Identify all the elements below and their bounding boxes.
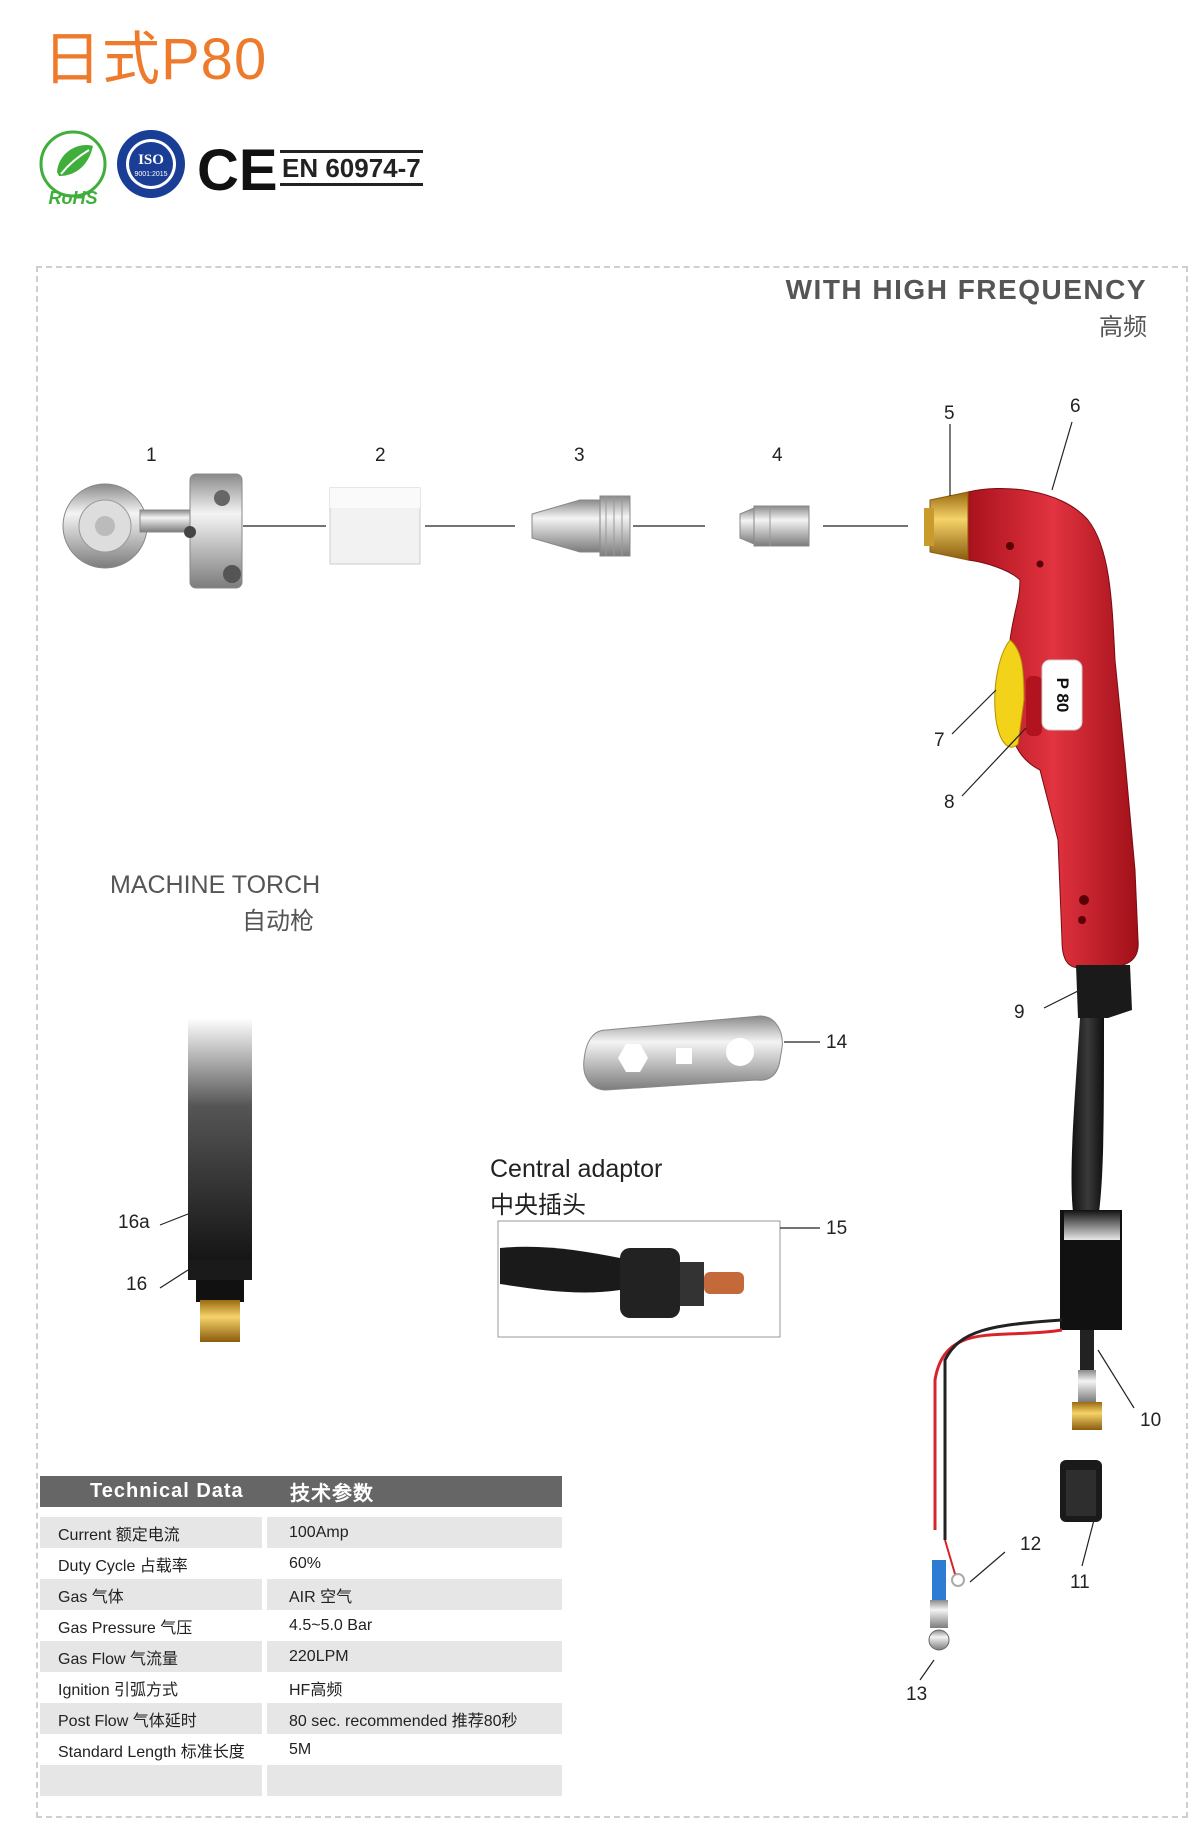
part-14-wrench [583, 1015, 783, 1091]
certification-logos: RoHS ISO 9001:2015 CE [39, 130, 277, 206]
central-adaptor-cn: 中央插头 [490, 1192, 586, 1219]
technical-data-table: Technical Data 技术参数 Current 额定电流 100Amp … [40, 1476, 562, 1796]
machine-torch-en: MACHINE TORCH [110, 871, 321, 899]
part-2-shield-cup [329, 487, 421, 565]
table-header-en: Technical Data [90, 1480, 244, 1502]
part-4-electrode [739, 505, 810, 547]
table-row: Ignition 引弧方式 HF高频 [40, 1672, 562, 1703]
diagram-frame [36, 266, 1188, 1818]
row-label: Current 额定电流 [40, 1517, 262, 1548]
iso-logo: ISO 9001:2015 [117, 130, 185, 198]
machine-torch-cn: 自动枪 [242, 908, 314, 935]
part-label-8: 8 [944, 792, 955, 813]
part-label-12: 12 [1020, 1534, 1041, 1555]
row-label: Gas 气体 [40, 1579, 262, 1610]
row-value [267, 1765, 562, 1796]
part-label-10: 10 [1140, 1410, 1161, 1431]
part-label-7: 7 [934, 730, 945, 751]
rohs-text: RoHS [49, 188, 98, 206]
part-label-4: 4 [772, 445, 783, 466]
hose-assembly [928, 965, 1132, 1651]
hand-torch: P 80 [924, 488, 1139, 969]
table-row: Post Flow 气体延时 80 sec. recommended 推荐80秒 [40, 1703, 562, 1734]
part-label-13: 13 [906, 1684, 927, 1705]
part-numbers: 1 2 3 4 5 6 7 8 9 10 11 12 13 14 15 16 1… [118, 396, 1161, 1705]
row-label [40, 1765, 262, 1796]
row-label: Gas Flow 气流量 [40, 1641, 262, 1672]
row-label: Duty Cycle 占载率 [58, 1557, 188, 1575]
central-adaptor-en: Central adaptor [490, 1155, 663, 1183]
hf-title-cn: 高频 [1099, 314, 1147, 341]
ce-mark: CE [197, 138, 277, 203]
leader-lines [159, 421, 1135, 1681]
page-title: 日式P80 [43, 27, 268, 92]
table-row [40, 1765, 562, 1796]
part-16-machine-torch [188, 1018, 252, 1342]
row-label: Standard Length 标准长度 [58, 1743, 245, 1761]
row-value: 100Amp [267, 1517, 562, 1548]
part-label-9: 9 [1014, 1002, 1025, 1023]
row-value: 80 sec. recommended 推荐80秒 [267, 1703, 562, 1734]
part-label-16a: 16a [118, 1212, 150, 1233]
table-row: Gas Flow 气流量 220LPM [40, 1641, 562, 1672]
row-value: HF高频 [289, 1681, 343, 1699]
table-row: Gas Pressure 气压 4.5~5.0 Bar [40, 1610, 562, 1641]
table-header-cn: 技术参数 [290, 1483, 374, 1505]
row-label: Post Flow 气体延时 [40, 1703, 262, 1734]
row-value: 4.5~5.0 Bar [289, 1616, 373, 1634]
row-value: 220LPM [267, 1641, 562, 1672]
iso-text: ISO [138, 152, 164, 168]
part-label-5: 5 [944, 403, 955, 424]
row-value: 60% [289, 1554, 322, 1572]
row-label: Ignition 引弧方式 [58, 1681, 179, 1699]
table-row: Standard Length 标准长度 5M [40, 1734, 562, 1765]
part-label-1: 1 [146, 445, 157, 466]
part-15-central-adaptor [497, 1220, 781, 1338]
table-row: Gas 气体 AIR 空气 [40, 1579, 562, 1610]
row-label: Gas Pressure 气压 [58, 1619, 193, 1637]
part-label-6: 6 [1070, 396, 1081, 417]
en-standard-code: EN 60974-7 [280, 150, 423, 186]
part-label-2: 2 [375, 445, 386, 466]
part-label-15: 15 [826, 1218, 847, 1239]
torch-model-label: P 80 [1053, 678, 1072, 713]
part-label-11: 11 [1070, 1572, 1090, 1593]
part-label-3: 3 [574, 445, 585, 466]
row-value: AIR 空气 [267, 1579, 562, 1610]
hf-title-en: WITH HIGH FREQUENCY [785, 274, 1147, 305]
part-label-16: 16 [126, 1274, 147, 1295]
table-row: Duty Cycle 占载率 60% [40, 1548, 562, 1579]
part-3-nozzle [531, 495, 631, 557]
part-1-roller-guide [62, 473, 243, 589]
table-row: Current 额定电流 100Amp [40, 1517, 562, 1548]
row-value: 5M [289, 1740, 312, 1758]
rohs-logo: RoHS [39, 130, 107, 206]
table-header: Technical Data 技术参数 [40, 1476, 562, 1507]
iso-standard: 9001:2015 [134, 171, 167, 178]
part-label-14: 14 [826, 1032, 848, 1053]
